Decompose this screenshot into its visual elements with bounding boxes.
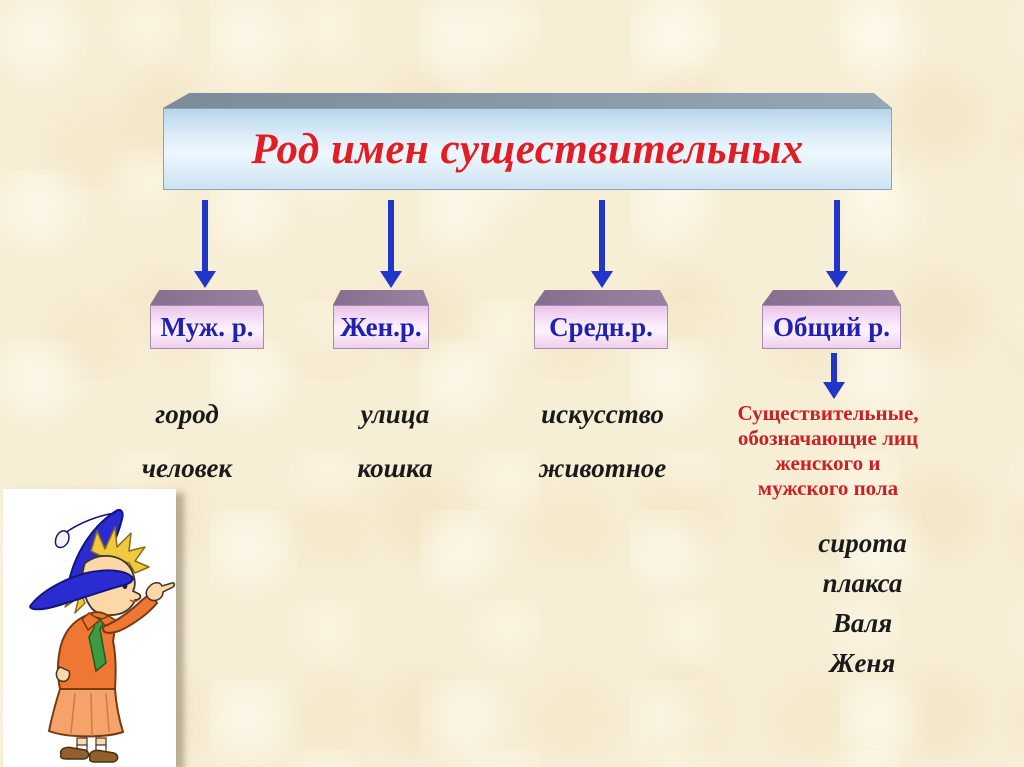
category-box-top-face: [534, 290, 668, 305]
category-box-front-face: Средн.р.: [534, 305, 668, 349]
example-word: кошка: [357, 453, 433, 483]
title-box: Род имен существительных: [163, 93, 892, 190]
category-box-common: Общий р.: [762, 290, 901, 349]
example-word: город: [155, 399, 219, 429]
example-word: Женя: [829, 648, 896, 678]
note-line: обозначающие лиц: [737, 426, 919, 450]
arrow-down-icon: [825, 200, 849, 288]
arrow-down-icon: [379, 200, 403, 288]
illustration-card: [3, 489, 176, 767]
category-label-common: Общий р.: [773, 311, 890, 342]
category-label-feminine: Жен.р.: [340, 311, 422, 342]
category-label-neuter: Средн.р.: [549, 311, 653, 342]
category-box-neuter: Средн.р.: [534, 290, 668, 349]
arrow-down-icon: [193, 200, 217, 288]
category-box-feminine: Жен.р.: [333, 290, 429, 349]
pointing-child-illustration: [29, 509, 176, 763]
examples-common: сирота плакса Валя Женя: [760, 523, 965, 683]
example-word: человек: [141, 453, 233, 483]
category-box-top-face: [762, 290, 901, 305]
category-box-top-face: [150, 290, 264, 305]
arrow-down-icon: [822, 353, 846, 399]
common-gender-note: Существительные, обозначающие лиц женско…: [700, 401, 956, 501]
examples-masculine: город человек: [112, 397, 262, 505]
note-line: мужского пола: [757, 476, 899, 500]
example-word: искусство: [541, 399, 664, 429]
example-word: животное: [538, 453, 667, 483]
category-box-front-face: Жен.р.: [333, 305, 429, 349]
note-line: Существительные,: [737, 401, 919, 425]
category-box-front-face: Общий р.: [762, 305, 901, 349]
example-word: Валя: [832, 608, 893, 638]
category-label-masculine: Муж. р.: [160, 311, 254, 342]
category-box-masculine: Муж. р.: [150, 290, 264, 349]
arrow-down-icon: [590, 200, 614, 288]
page-title: Род имен существительных: [251, 125, 804, 173]
category-box-top-face: [333, 290, 429, 305]
example-word: сирота: [818, 528, 907, 558]
example-word: улица: [360, 399, 430, 429]
category-box-front-face: Муж. р.: [150, 305, 264, 349]
examples-neuter: искусство животное: [520, 397, 685, 505]
title-box-top-face: [163, 93, 892, 108]
title-box-front-face: Род имен существительных: [163, 108, 892, 190]
example-word: плакса: [822, 568, 903, 598]
note-line: женского и: [775, 451, 881, 475]
examples-feminine: улица кошка: [320, 397, 470, 505]
